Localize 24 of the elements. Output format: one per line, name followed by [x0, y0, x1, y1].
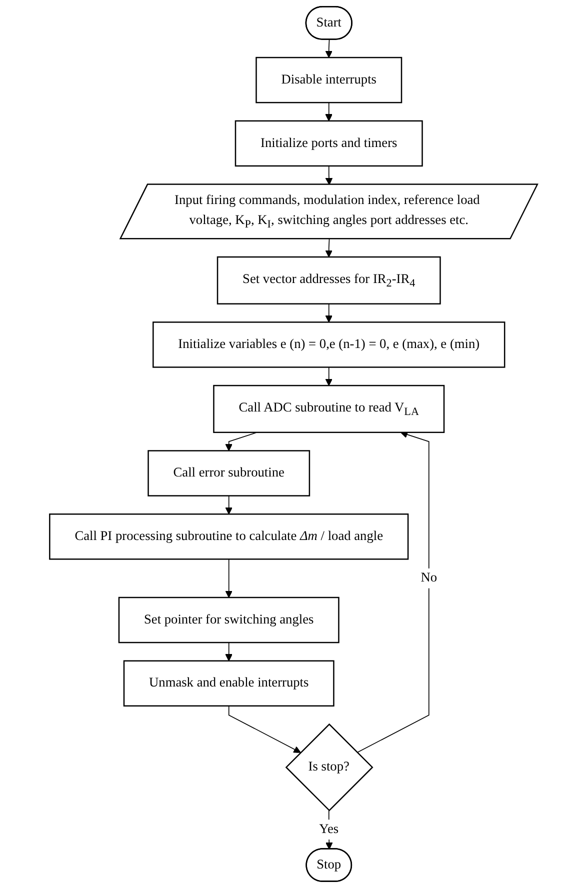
arrow	[325, 238, 332, 258]
node-box: Set vector addresses for IR$_{2}$-IR$_{4}$	[216, 256, 441, 304]
arrow	[325, 303, 332, 322]
arrow	[356, 430, 430, 753]
arrow	[225, 558, 232, 598]
arrow	[228, 705, 301, 753]
node-box: Call error subroutine	[148, 450, 310, 496]
arrow	[325, 366, 332, 386]
arrow	[225, 432, 258, 452]
arrow	[325, 39, 332, 58]
arrow	[325, 166, 333, 186]
node-box: Set pointer for switching angles	[118, 596, 340, 644]
node-box: Unmask and enable interrupts	[123, 660, 334, 707]
edge-label: No	[420, 570, 437, 585]
node-box: Disable interrupts	[256, 56, 402, 104]
node-diamond: Is stop?	[285, 723, 374, 812]
node-box: Call ADC subroutine to read V$_{LA}$	[213, 384, 445, 434]
node-box: Call PI processing subroutine to calculate Δm / load angle	[49, 513, 409, 560]
arrow	[225, 642, 232, 662]
node-box: Initialize variables e (n) = 0,e (n-1) = 0, e (max), e (min)	[152, 322, 506, 368]
arrow	[225, 495, 232, 514]
node-box: Initialize ports and timers	[234, 120, 423, 167]
arrow	[325, 102, 332, 122]
edge-label: Yes	[319, 822, 339, 836]
